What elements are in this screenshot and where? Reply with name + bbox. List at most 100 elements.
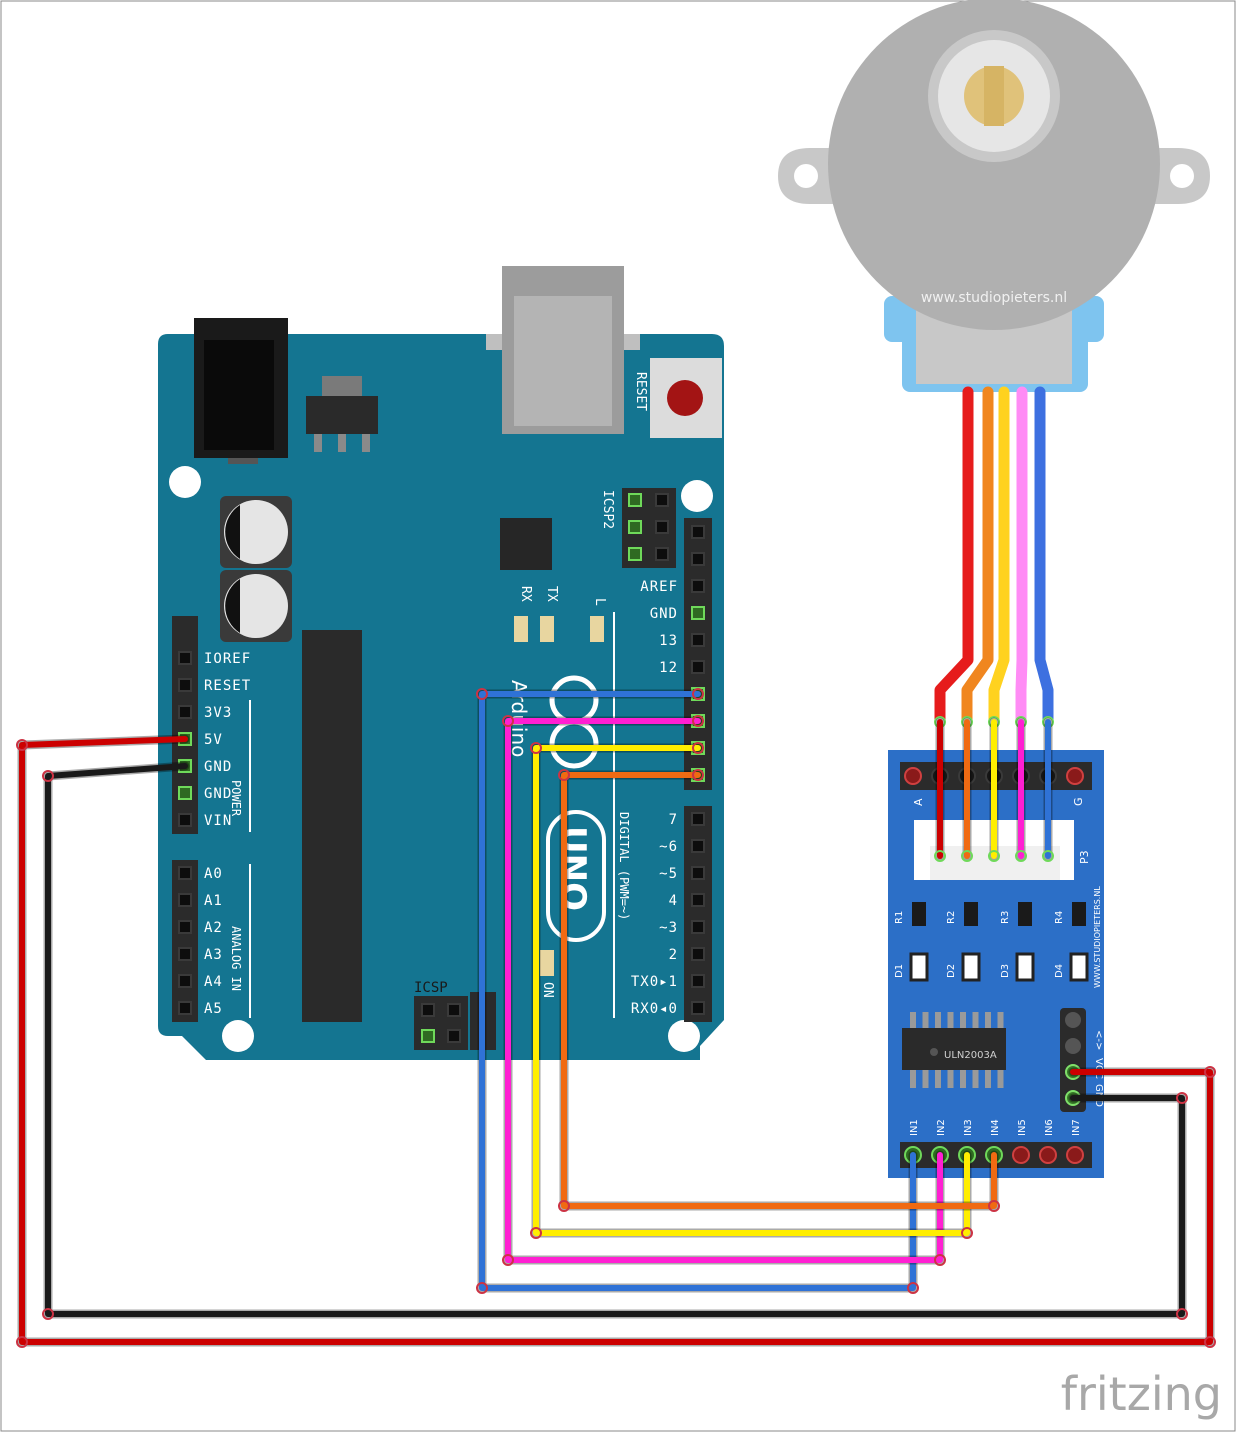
driver-power-header (1060, 1008, 1086, 1112)
wire-bend (476, 688, 488, 700)
icsp2-pin (628, 493, 642, 507)
icsp-header (414, 996, 468, 1050)
analog-pin-label: A1 (204, 893, 223, 909)
analog-pin-label: A4 (204, 974, 223, 990)
digital-pin-label: AREF (640, 579, 678, 595)
analog-pin (178, 920, 192, 934)
wire-bend (934, 1254, 946, 1266)
digital-pin (691, 812, 705, 826)
motor-lead (961, 386, 994, 728)
digital-pin-label: ~3 (659, 920, 678, 936)
signal-wire-in2 (505, 718, 943, 1263)
wire-bend (42, 1308, 54, 1320)
digital-pin-label: 13 (659, 633, 678, 649)
wire-bend (907, 1282, 919, 1294)
icsp2-label: ICSP2 (600, 490, 615, 529)
digital-pin (691, 947, 705, 961)
voltage-regulator (306, 376, 378, 452)
power-pin-label: RESET (204, 678, 251, 694)
resistor-label: R3 (1000, 911, 1011, 924)
capacitor (220, 570, 292, 642)
stepper-motor: www.studiopieters.nl (778, 0, 1210, 728)
signal-wire-in1 (479, 691, 916, 1291)
icsp2-pin (655, 547, 669, 561)
diode-label: D1 (894, 964, 905, 978)
input-label: IN7 (1071, 1119, 1082, 1136)
wire-bend (502, 715, 514, 727)
diode-led (909, 952, 929, 982)
icsp2-pin (655, 493, 669, 507)
tx-label: TX (544, 586, 559, 602)
wire-bend (692, 742, 704, 754)
connector-end (988, 850, 1000, 862)
connector-end (1015, 850, 1027, 862)
wires (16, 688, 1216, 1348)
analog-pin-label: A0 (204, 866, 223, 882)
analog-group-label: ANALOG IN (229, 926, 243, 991)
connector-label: P3 (1078, 850, 1091, 864)
analog-pin (178, 974, 192, 988)
signal-wire-in4 (561, 772, 997, 1209)
resistor (964, 902, 978, 926)
arduino-pcb (158, 334, 724, 1060)
wire-bend (1176, 1092, 1188, 1104)
usb-interface-chip (500, 518, 552, 570)
power-pin-label: IOREF (204, 651, 251, 667)
wire-bend (1204, 1066, 1216, 1078)
power-pin-label: VIN (204, 813, 232, 829)
resistor (1018, 902, 1032, 926)
power-group-label: POWER (229, 780, 243, 817)
digital-pin (691, 525, 705, 539)
input-pin (1066, 1146, 1084, 1164)
on-led (540, 950, 554, 976)
wire-bend (692, 715, 704, 727)
mount-hole (1170, 164, 1194, 188)
wire-bend (16, 1336, 28, 1348)
analog-pin-label: A3 (204, 947, 223, 963)
digital-pin-label: 7 (669, 812, 678, 828)
motor-lead (1034, 386, 1054, 728)
dc-power-jack (194, 318, 288, 464)
digital-group-label: DIGITAL (PWM=~) (617, 812, 631, 920)
input-pin (1012, 1146, 1030, 1164)
wire-bend (476, 1282, 488, 1294)
connector-end (934, 850, 946, 862)
reset-label: RESET (633, 372, 648, 411)
header-pin (904, 767, 922, 785)
reset-button[interactable] (650, 358, 722, 438)
analog-pin (178, 1001, 192, 1015)
wire-bend (502, 1254, 514, 1266)
digital-pin-label: 4 (669, 893, 678, 909)
resistor-label: R2 (946, 911, 957, 924)
analog-pin-label: A5 (204, 1001, 223, 1017)
l-led (590, 616, 604, 642)
model-text: UNO (553, 826, 593, 911)
digital-pin-label: TX0▸1 (631, 974, 678, 990)
icsp-pin (447, 1003, 461, 1017)
input-label: IN5 (1017, 1119, 1028, 1136)
analog-pin (178, 947, 192, 961)
input-label: IN4 (990, 1119, 1001, 1136)
power-pin-ioref (178, 651, 192, 665)
motor-lead (934, 386, 974, 728)
analog-pin (178, 866, 192, 880)
wire-bend (961, 1227, 973, 1239)
digital-pin (691, 1001, 705, 1015)
driver-brand: WWW.STUDIOPIETERS.NL (1093, 886, 1102, 988)
wire-bend (530, 1227, 542, 1239)
digital-pin (691, 920, 705, 934)
digital-pin-label: 12 (659, 660, 678, 676)
wire-bend (16, 739, 28, 751)
icsp2-pin (628, 547, 642, 561)
motor-body (828, 0, 1160, 330)
diode-led (961, 952, 981, 982)
icsp2-header (622, 488, 676, 568)
digital-pin (691, 579, 705, 593)
resistor (1072, 902, 1086, 926)
digital-header-lower (684, 806, 712, 1022)
l-label: L (592, 598, 607, 606)
header-pin (1066, 767, 1084, 785)
power-pin-label: GND (204, 786, 232, 802)
motor-lead (988, 386, 1010, 728)
